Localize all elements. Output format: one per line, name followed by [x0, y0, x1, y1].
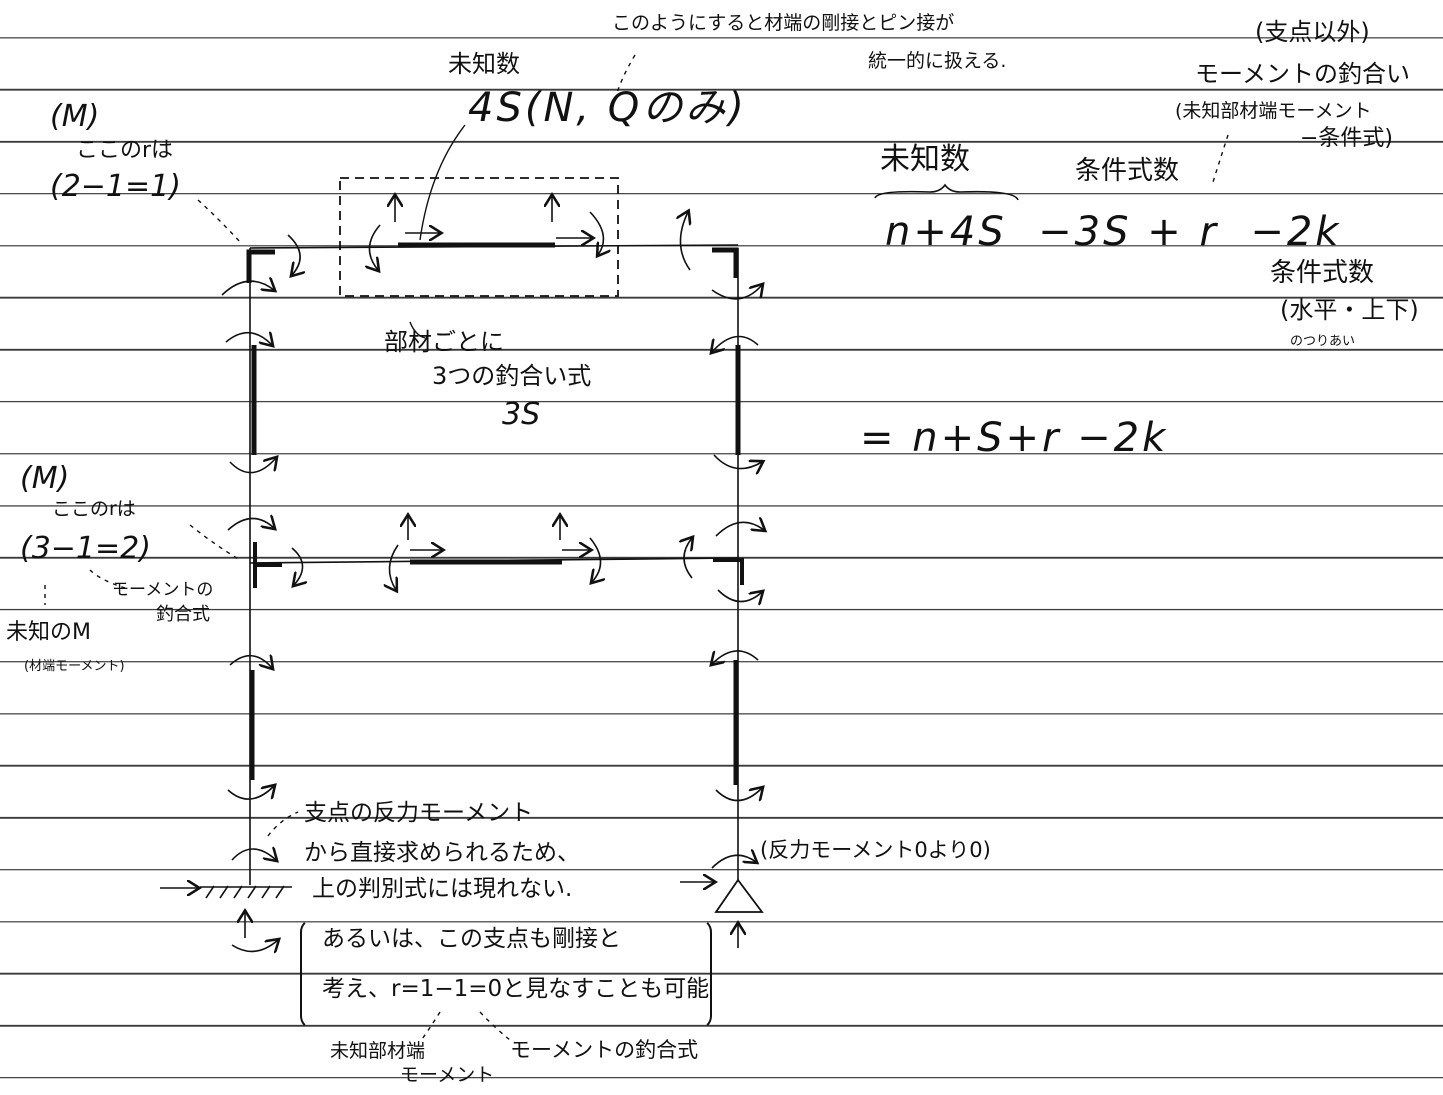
moment-arc [369, 224, 381, 270]
leader-line [1211, 134, 1229, 186]
unknowns-label: 未知数 [448, 50, 520, 78]
moment-arc [590, 537, 601, 582]
moment-arc [715, 788, 762, 801]
moment-arc [225, 333, 272, 345]
right-cond-sub: (水平・上下) [1280, 296, 1419, 324]
reaction-zero: (反力モーメント0より0) [760, 838, 991, 862]
moment-arc [713, 454, 762, 469]
right-top-1: (支点以外) [1255, 18, 1370, 46]
moment-arc [680, 212, 690, 271]
top-note-2: 統一的に扱える. [868, 50, 1007, 72]
support-moment-arc [711, 855, 756, 869]
top-right-joint [712, 247, 739, 278]
moment-arc [229, 458, 276, 474]
right-top-2: モーメントの釣合い [1195, 60, 1411, 88]
moment-arc [287, 234, 300, 275]
leader-line [614, 54, 636, 101]
moment-arc [389, 544, 399, 590]
moment-eq-mid-2: 釣合式 [156, 604, 210, 625]
moment-arc [229, 656, 272, 668]
leader-line [479, 1011, 511, 1041]
right-top-3: (未知部材端モーメント [1175, 100, 1372, 122]
here-r-top: ここのrは [76, 138, 174, 163]
moment-eq-mid-1: モーメントの [112, 580, 214, 600]
right-top-4: −条件式) [1300, 126, 1394, 151]
moment-arc [712, 335, 759, 352]
moment-arc [711, 285, 762, 300]
pin-support [714, 878, 764, 913]
moment-arc [589, 211, 603, 255]
leader-line [189, 524, 241, 561]
member-end-moment: (材端モーメント) [24, 659, 125, 674]
top-left-joint [246, 249, 275, 283]
top-note-1: このようにすると材端の剛接とピン接が [612, 12, 955, 34]
right-unknowns: 未知数 [880, 142, 970, 177]
bottom-label-1b: モーメント [400, 1064, 495, 1086]
moment-arc [684, 538, 692, 579]
bracket-line-1: あるいは、この支点も剛接と [322, 926, 621, 952]
right-conditions: 条件式数 [1075, 156, 1180, 186]
unknown-m: 未知のM [6, 620, 91, 645]
bottom-label-1a: 未知部材端 [330, 1040, 426, 1062]
support-note-2: から直接求められるため、 [304, 840, 580, 866]
bottom-label-2: モーメントの釣合式 [510, 1038, 699, 1062]
member-eq-3: 3S [502, 397, 541, 432]
moment-arc [292, 547, 303, 585]
member-freebody-box [339, 177, 619, 297]
fixed-support-hatch [205, 885, 285, 899]
underbrace [874, 183, 1019, 201]
r-calc-top: (2−1=1) [50, 169, 181, 204]
moment-arc [227, 786, 274, 800]
leader-line [89, 569, 126, 589]
formula-main: n+4S −3S + r −2k [885, 209, 1342, 255]
member-eq-1: 部材ごとに [384, 328, 504, 356]
support-moment-arc [231, 849, 276, 860]
leader-line [419, 124, 466, 241]
leader-line [267, 811, 299, 837]
right-cond-label: 条件式数 [1270, 258, 1375, 288]
leader-line [197, 199, 241, 243]
leader-line [409, 321, 426, 339]
right-cond-sub2: のつりあい [1290, 334, 1356, 349]
moment-arc [227, 518, 274, 530]
unknowns-4s: 4S(N, Qのみ) [468, 85, 747, 131]
support-note-3: 上の判別式には現れない. [312, 876, 573, 902]
m-label-top: (M) [50, 99, 100, 134]
moment-arc [715, 522, 764, 537]
r-calc-mid: (3−1=2) [20, 531, 151, 566]
bottom-bracket [300, 918, 712, 1030]
moment-arc [712, 650, 759, 664]
bracket-line-2: 考え、r=1−1=0と見なすことも可能 [322, 976, 710, 1002]
formula-result: = n+S+r −2k [860, 415, 1169, 461]
leader-line [419, 1011, 441, 1043]
support-note-1: 支点の反力モーメント [304, 800, 534, 826]
mid-left-joint [253, 542, 282, 588]
moment-arc [717, 590, 762, 602]
here-r-mid: ここのrは [52, 498, 136, 520]
mid-right-joint [713, 558, 744, 585]
m-label-mid: (M) [20, 461, 70, 496]
support-moment-arc [231, 940, 278, 951]
member-eq-2: 3つの釣合い式 [432, 362, 592, 390]
moment-arc [221, 281, 274, 296]
